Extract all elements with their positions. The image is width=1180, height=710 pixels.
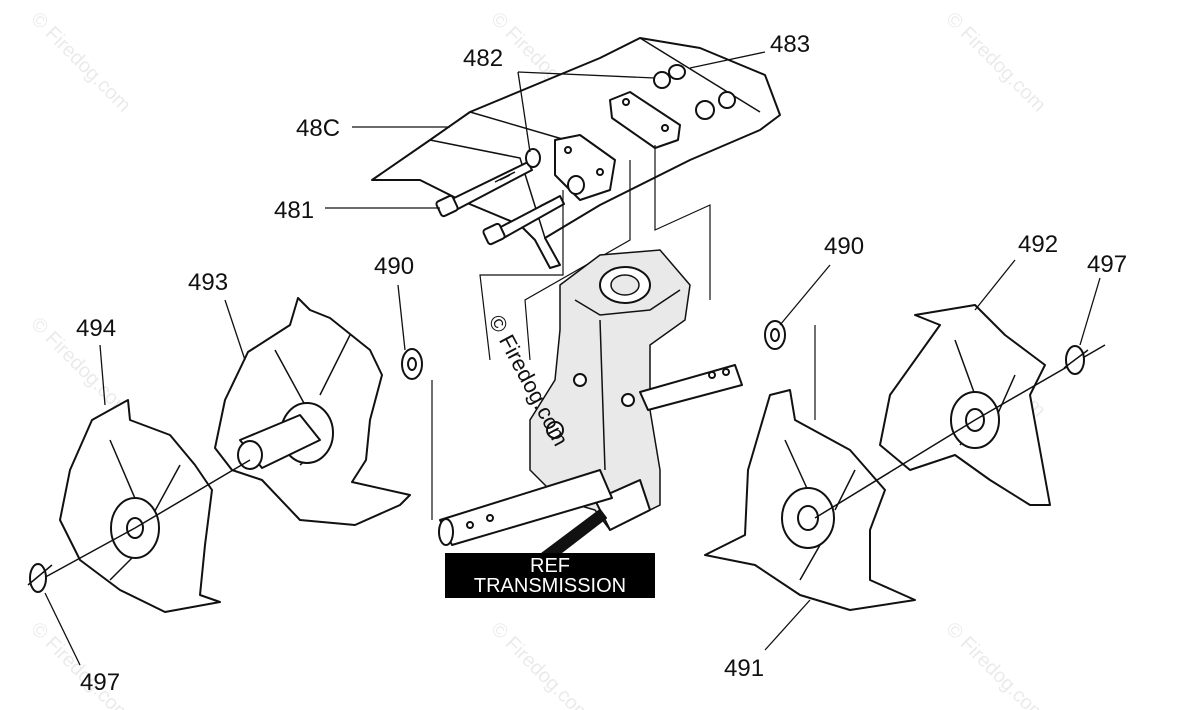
watermark: © Firedog.com — [26, 8, 135, 117]
tine-shaft — [438, 364, 743, 546]
hardware-482-483 — [525, 64, 736, 195]
alignment-lines — [479, 145, 711, 361]
transmission-housing — [529, 249, 691, 531]
tine-493 — [214, 297, 411, 526]
label-482: 482 — [463, 45, 503, 72]
label-490-left: 490 — [374, 253, 414, 280]
label-497-right: 497 — [1087, 251, 1127, 278]
label-483: 483 — [770, 31, 810, 58]
part-labels: 48C 481 482 483 490 490 491 492 493 494 … — [76, 31, 1127, 696]
watermark: © Firedog.com — [26, 618, 135, 710]
label-491: 491 — [724, 655, 764, 682]
watermark: © Firedog.com — [486, 618, 595, 710]
ref-transmission-box — [445, 553, 655, 598]
watermark: © Firedog.com — [941, 618, 1050, 710]
label-497-left: 497 — [80, 669, 120, 696]
leader-lines — [44, 51, 1101, 666]
label-48C: 48C — [296, 115, 340, 142]
label-494: 494 — [76, 315, 116, 342]
label-490-right: 490 — [824, 233, 864, 260]
ref-label-line2: TRANSMISSION — [474, 575, 626, 597]
tine-494 — [39, 399, 251, 613]
watermark: © Firedog.com — [941, 8, 1050, 117]
washer-490-right — [764, 320, 816, 420]
label-493: 493 — [188, 269, 228, 296]
ref-transmission-callout: REF TRANSMISSION — [445, 509, 655, 598]
ref-label-line1: REF — [530, 555, 570, 577]
tine-492 — [814, 304, 1106, 519]
pin-497-right — [1063, 345, 1089, 375]
bolt-481 — [435, 161, 565, 246]
pin-497-left — [27, 563, 53, 593]
label-492: 492 — [1018, 231, 1058, 258]
label-481: 481 — [274, 197, 314, 224]
washer-490-left — [401, 348, 433, 520]
tine-491 — [704, 389, 916, 611]
